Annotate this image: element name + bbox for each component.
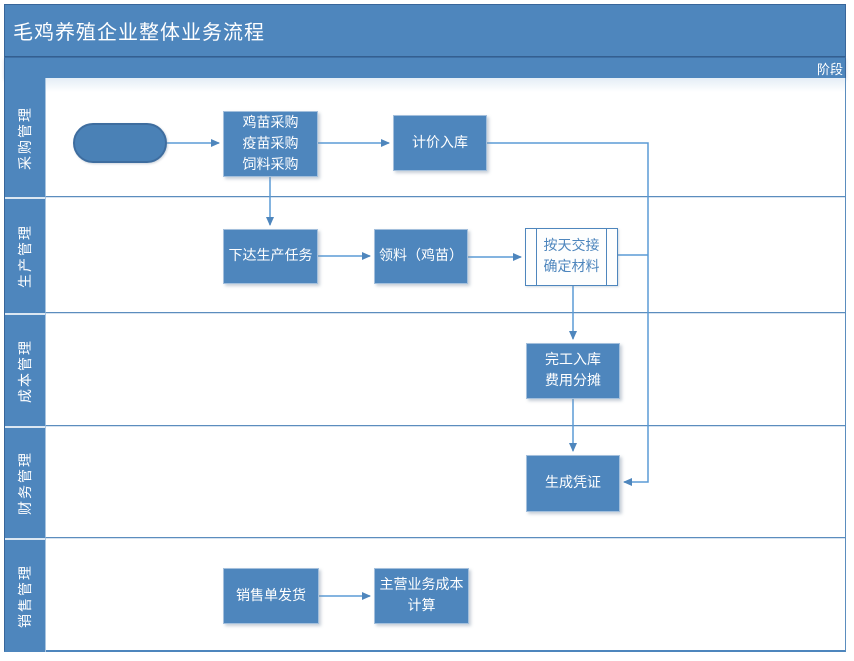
node-issue-production-task[interactable]: 下达生产任务 xyxy=(223,229,318,284)
phase-band: 阶段 xyxy=(4,57,846,78)
lane-procurement: 采购管理 xyxy=(5,78,845,197)
lane-label-procurement: 采购管理 xyxy=(5,78,45,197)
start-node[interactable] xyxy=(73,123,167,163)
node-pricing-warehousing[interactable]: 计价入库 xyxy=(393,115,487,171)
lane-label-cost: 成本管理 xyxy=(5,313,45,426)
lane-label-text: 销售管理 xyxy=(18,564,34,628)
lane-sales: 销售管理 xyxy=(5,538,845,652)
subprocess-side-bar xyxy=(536,229,537,285)
lane-label-finance: 财务管理 xyxy=(5,426,45,538)
phase-label: 阶段 xyxy=(816,62,843,78)
node-completion-allocation[interactable]: 完工入库 费用分摊 xyxy=(526,343,620,399)
lane-body-sales xyxy=(45,538,845,652)
lane-label-text: 采购管理 xyxy=(18,105,34,170)
lane-body-production xyxy=(45,197,845,313)
lane-label-text: 生产管理 xyxy=(18,224,34,288)
node-main-business-cost[interactable]: 主营业务成本 计算 xyxy=(374,568,469,624)
lane-body-cost xyxy=(45,313,845,426)
swimlane-area: 采购管理 生产管理 成本管理 财务管理 销售管理 xyxy=(4,78,846,652)
lane-cost: 成本管理 xyxy=(5,313,845,426)
node-daily-handover-label: 按天交接 确定材料 xyxy=(543,238,600,275)
lane-production: 生产管理 xyxy=(5,197,845,313)
node-purchase-orders[interactable]: 鸡苗采购 疫苗采购 饲料采购 xyxy=(223,111,318,177)
node-material-requisition[interactable]: 领料（鸡苗） xyxy=(374,229,468,284)
title-bar: 毛鸡养殖企业整体业务流程 xyxy=(4,4,846,57)
node-generate-voucher[interactable]: 生成凭证 xyxy=(526,455,620,512)
node-sales-shipment[interactable]: 销售单发货 xyxy=(223,568,319,624)
lane-body-finance xyxy=(45,426,845,538)
lane-body-procurement xyxy=(45,78,845,197)
subprocess-side-bar xyxy=(606,229,607,285)
lane-label-production: 生产管理 xyxy=(5,197,45,313)
lane-label-sales: 销售管理 xyxy=(5,538,45,652)
lane-finance: 财务管理 xyxy=(5,426,845,538)
node-daily-handover[interactable]: 按天交接 确定材料 xyxy=(525,228,618,286)
lane-label-text: 财务管理 xyxy=(18,451,34,515)
page-title: 毛鸡养殖企业整体业务流程 xyxy=(13,20,265,44)
lane-label-text: 成本管理 xyxy=(18,338,34,403)
